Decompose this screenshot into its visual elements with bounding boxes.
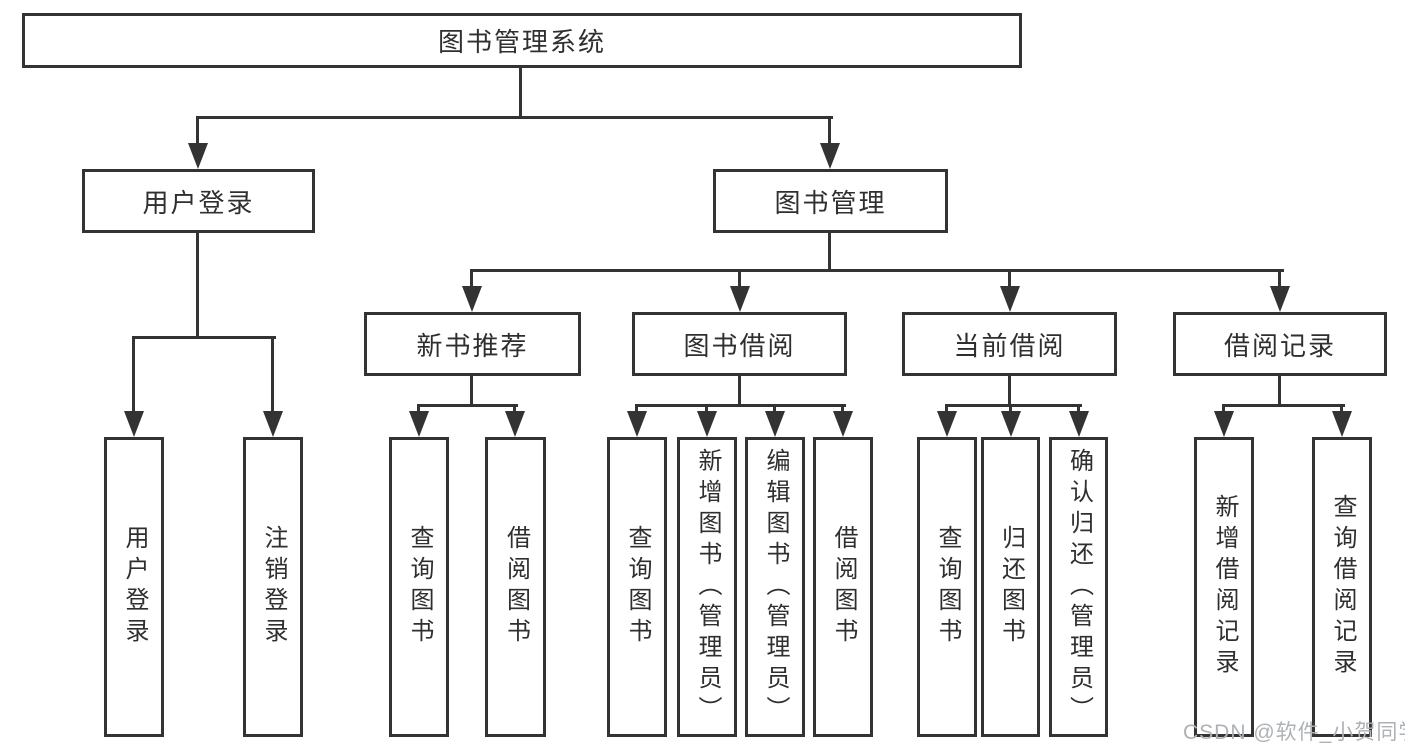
leaf-label: 归还图书 — [997, 525, 1025, 649]
connector-line — [1222, 404, 1345, 407]
leaf-label: 查询图书 — [406, 525, 433, 649]
arrowhead — [1332, 411, 1352, 437]
connector-line — [196, 118, 199, 148]
connector-line — [1008, 375, 1011, 406]
connector-line — [738, 271, 741, 290]
leaf-query-books: 查询图书 — [607, 437, 667, 737]
arrowhead — [697, 411, 717, 437]
connector-line — [841, 406, 844, 415]
arrowhead — [627, 411, 647, 437]
leaf-label: 用户登录 — [121, 525, 148, 649]
arrowhead — [409, 411, 429, 437]
leaf-borrow-books: 借阅图书 — [813, 437, 873, 737]
arrowhead — [937, 411, 957, 437]
node-user-login: 用户登录 — [82, 169, 315, 233]
arrowhead — [765, 411, 785, 437]
node-new-book-recommend: 新书推荐 — [364, 312, 581, 376]
node-book-management: 图书管理 — [713, 169, 948, 233]
leaf-query-borrow-record: 查询借阅记录 — [1312, 437, 1372, 737]
arrowhead — [188, 143, 208, 169]
node-book-borrowing: 图书借阅 — [632, 312, 847, 376]
arrowhead — [833, 411, 853, 437]
leaf-label: 注销登录 — [260, 525, 287, 649]
connector-line — [132, 338, 135, 415]
connector-line — [1009, 406, 1012, 415]
connector-line — [635, 406, 638, 415]
connector-line — [470, 375, 473, 406]
leaf-add-books-admin: 新增图书（管理员） — [677, 437, 737, 737]
arrowhead — [505, 411, 525, 437]
leaf-label: 借阅图书 — [502, 525, 530, 649]
arrowhead — [1000, 286, 1020, 312]
arrowhead — [1001, 411, 1021, 437]
connector-line — [470, 269, 1284, 272]
connector-line — [773, 406, 776, 415]
leaf-query-books: 查询图书 — [917, 437, 977, 737]
connector-line — [635, 404, 846, 407]
leaf-user-login: 用户登录 — [104, 437, 164, 737]
connector-line — [945, 404, 1082, 407]
connector-line — [417, 404, 518, 407]
csdn-watermark: CSDN @软件_小贺同学 — [1183, 721, 1405, 744]
leaf-borrow-books: 借阅图书 — [485, 437, 546, 737]
arrowhead — [263, 411, 283, 437]
leaf-label: 编辑图书（管理员） — [762, 447, 789, 727]
leaf-label: 确认归还（管理员） — [1065, 447, 1093, 727]
leaf-logout: 注销登录 — [243, 437, 303, 737]
connector-line — [271, 338, 274, 415]
connector-line — [828, 233, 831, 271]
connector-line — [470, 271, 473, 290]
leaf-edit-books-admin: 编辑图书（管理员） — [745, 437, 805, 737]
leaf-label: 新增借阅记录 — [1211, 494, 1238, 680]
node-current-borrowing: 当前借阅 — [902, 312, 1117, 376]
connector-line — [196, 116, 833, 119]
connector-line — [1340, 406, 1343, 415]
leaf-label: 查询图书 — [934, 525, 961, 649]
connector-line — [738, 375, 741, 406]
leaf-add-borrow-record: 新增借阅记录 — [1194, 437, 1254, 737]
arrowhead — [1069, 411, 1089, 437]
arrowhead — [1214, 411, 1234, 437]
connector-line — [828, 118, 831, 148]
arrowhead — [462, 286, 482, 312]
connector-line — [196, 233, 199, 338]
arrowhead — [124, 411, 144, 437]
node-root: 图书管理系统 — [22, 13, 1022, 68]
connector-line — [132, 336, 276, 339]
arrowhead — [1270, 286, 1290, 312]
arrowhead — [820, 143, 840, 169]
connector-line — [417, 406, 420, 415]
leaf-label: 借阅图书 — [830, 525, 857, 649]
connector-line — [705, 406, 708, 415]
connector-line — [513, 406, 516, 415]
node-borrow-records: 借阅记录 — [1173, 312, 1387, 376]
connector-line — [1222, 406, 1225, 415]
connector-line — [1077, 406, 1080, 415]
leaf-query-books: 查询图书 — [389, 437, 449, 737]
leaf-label: 查询图书 — [624, 525, 651, 649]
leaf-label: 查询借阅记录 — [1329, 494, 1356, 680]
leaf-return-books: 归还图书 — [981, 437, 1040, 737]
leaf-label: 新增图书（管理员） — [694, 447, 721, 727]
connector-line — [945, 406, 948, 415]
connector-line — [1008, 271, 1011, 290]
leaf-confirm-return-admin: 确认归还（管理员） — [1049, 437, 1108, 737]
arrowhead — [730, 286, 750, 312]
connector-line — [1278, 375, 1281, 406]
connector-line — [1278, 271, 1281, 290]
connector-line — [519, 67, 522, 118]
